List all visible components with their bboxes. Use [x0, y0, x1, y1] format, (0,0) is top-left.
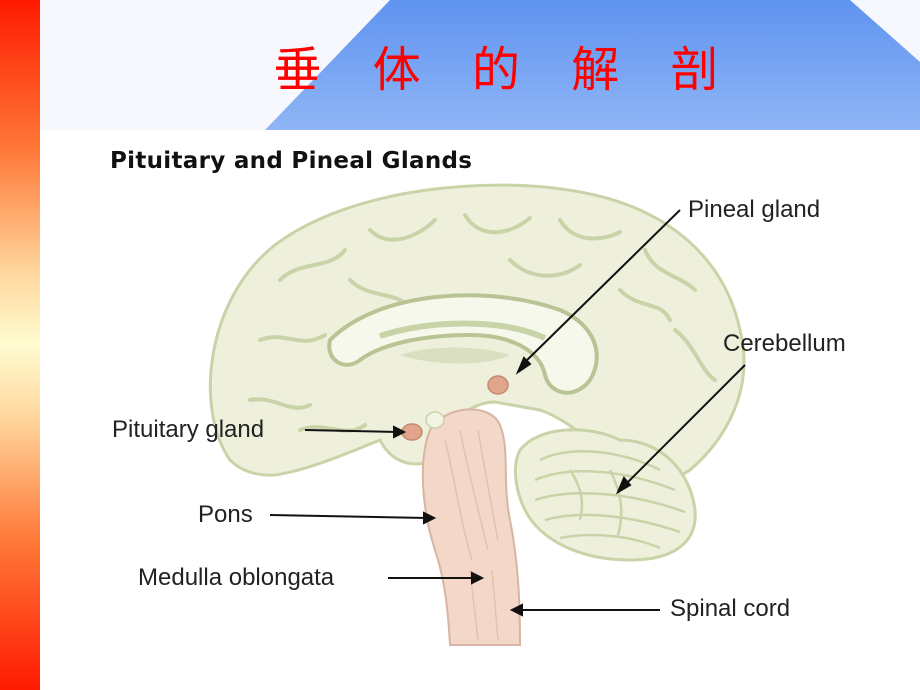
header-banner	[265, 0, 920, 130]
gyri-folds	[248, 213, 717, 433]
slide-header	[40, 0, 920, 130]
pointer-lines	[269, 209, 746, 617]
label-medulla-oblongata: Medulla oblongata	[138, 564, 335, 591]
brain-illustration	[208, 183, 746, 646]
label-cerebellum: Cerebellum	[723, 330, 846, 357]
slide-title: 垂 体 的 解 剖	[273, 42, 737, 98]
label-spinal-cord: Spinal cord	[670, 595, 791, 622]
pineal-gland	[487, 375, 509, 395]
brainstem-shape	[421, 408, 522, 646]
brain-figure: Pituitary and Pineal Glands	[100, 140, 900, 660]
label-pineal-gland: Pineal gland	[688, 196, 821, 223]
figure-title: Pituitary and Pineal Glands	[110, 148, 473, 174]
label-pituitary-gland: Pituitary gland	[112, 416, 265, 443]
label-pons: Pons	[198, 501, 253, 528]
left-accent-bar	[0, 0, 40, 690]
corpus-callosum	[327, 293, 599, 395]
